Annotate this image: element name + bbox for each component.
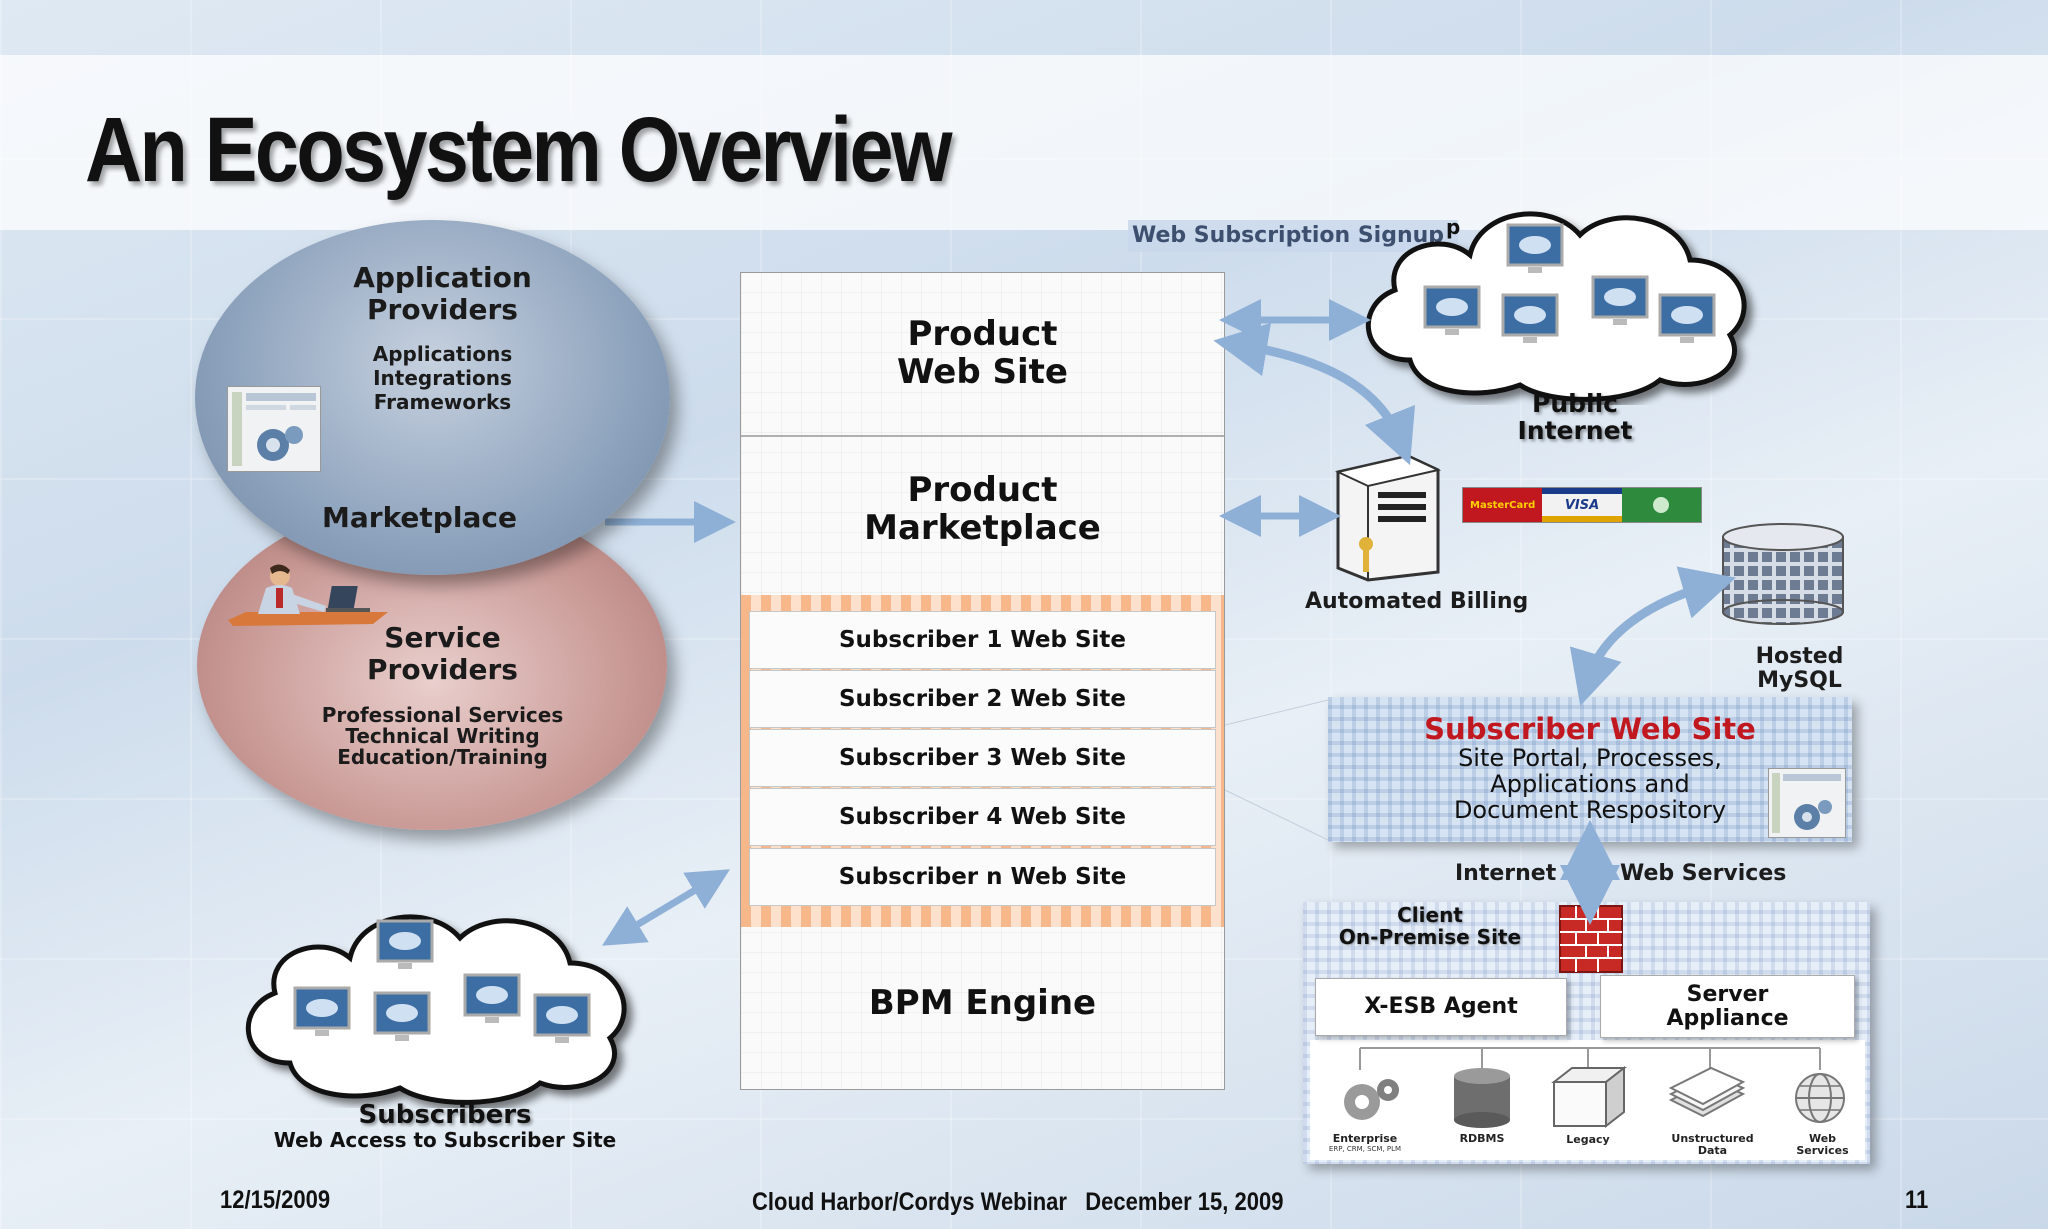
automated-billing-label: Automated Billing — [1305, 589, 1529, 614]
subscribers-cloud — [245, 914, 627, 1105]
product-marketplace-section[interactable]: Product Marketplace — [864, 470, 1101, 548]
server-appliance-box[interactable]: Server Appliance — [1600, 975, 1855, 1038]
subscriber-3-web-site[interactable]: Subscriber 3 Web Site — [749, 729, 1216, 787]
backend-connector-lines — [1359, 1047, 1821, 1070]
subscriber-monitor-icon — [293, 919, 591, 1043]
platform-stack: Product Web Site Product Marketplace Sub… — [740, 272, 1225, 1090]
service-providers-heading: Service Providers — [367, 621, 518, 686]
billing-server-icon — [1334, 454, 1442, 582]
arrow-web-to-billing — [1213, 322, 1416, 466]
marketplace-label: Marketplace — [322, 501, 517, 534]
subscriber-web-site-description: Site Portal, Processes, Applications and… — [1453, 744, 1727, 824]
title-band — [0, 55, 2048, 230]
hosted-mysql-label: Hosted MySQL — [1755, 644, 1844, 693]
unstructured-data-icon — [1668, 1066, 1746, 1118]
client-site-label: Client On-Premise Site — [1338, 903, 1522, 949]
subscriber-web-site-panel[interactable] — [1328, 697, 1852, 842]
public-internet-label: Public Internet — [1517, 389, 1633, 445]
backend-unstructured-data: Unstructured Data — [1671, 1132, 1754, 1157]
subscriber-web-site-title: Subscriber Web Site — [1424, 712, 1756, 746]
product-web-site-section[interactable]: Product Web Site — [897, 314, 1068, 392]
enterprise-gears-icon — [1344, 1079, 1399, 1120]
subscriber-2-web-site[interactable]: Subscriber 2 Web Site — [749, 670, 1216, 728]
backend-web-services: Web Services — [1796, 1132, 1849, 1157]
service-provider-person-icon — [228, 564, 388, 626]
subscribers-subtitle: Web Access to Subscriber Site — [273, 1128, 617, 1152]
subscriber-1-web-site[interactable]: Subscriber 1 Web Site — [749, 611, 1216, 669]
rdbms-database-icon — [1454, 1068, 1510, 1128]
subscribers-title: Subscribers — [358, 1100, 532, 1130]
footer-date: 12/15/2009 — [220, 1186, 331, 1214]
web-services-label: Web Services — [1620, 861, 1787, 886]
backend-legacy: Legacy — [1566, 1133, 1610, 1146]
site-screenshot-icon — [1768, 768, 1846, 838]
legacy-box-icon — [1551, 1065, 1627, 1129]
backend-enterprise: Enterprise ERP, CRM, SCM, PLM — [1328, 1132, 1402, 1154]
visa-icon: VISA — [1542, 488, 1622, 522]
application-providers-items: Applications Integrations Frameworks — [372, 342, 513, 414]
slide-number: 11 — [1905, 1186, 1929, 1214]
subscriber-n-web-site[interactable]: Subscriber n Web Site — [749, 848, 1216, 906]
x-esb-agent-box[interactable]: X-ESB Agent — [1315, 978, 1567, 1036]
backend-rdbms: RDBMS — [1459, 1132, 1505, 1145]
signup-tail-letter: p — [1446, 215, 1461, 239]
footer-webinar-title: Cloud Harbor/Cordys Webinar December 15,… — [752, 1188, 1284, 1216]
mastercard-icon: MasterCard — [1463, 488, 1543, 522]
arrow-mysql — [1569, 566, 1736, 706]
internet-label: Internet — [1455, 861, 1557, 886]
payment-cards-strip: MasterCard VISA — [1462, 487, 1702, 523]
public-internet-cloud — [1365, 211, 1747, 402]
subscriber-4-web-site[interactable]: Subscriber 4 Web Site — [749, 788, 1216, 846]
application-providers-heading: Application Providers — [353, 261, 532, 326]
application-screenshot-icon — [227, 386, 321, 472]
arrow-subscribers — [601, 869, 731, 946]
card-icon — [1621, 488, 1701, 522]
service-providers-items: Professional Services Technical Writing … — [321, 703, 564, 769]
bpm-engine-section[interactable]: BPM Engine — [868, 983, 1097, 1023]
web-subscription-signup-label: Web Subscription Signup — [1128, 220, 1458, 252]
web-services-globe-icon — [1795, 1073, 1845, 1123]
slide-title: An Ecosystem Overview — [85, 99, 953, 201]
internet-monitor-icon — [1423, 223, 1716, 343]
